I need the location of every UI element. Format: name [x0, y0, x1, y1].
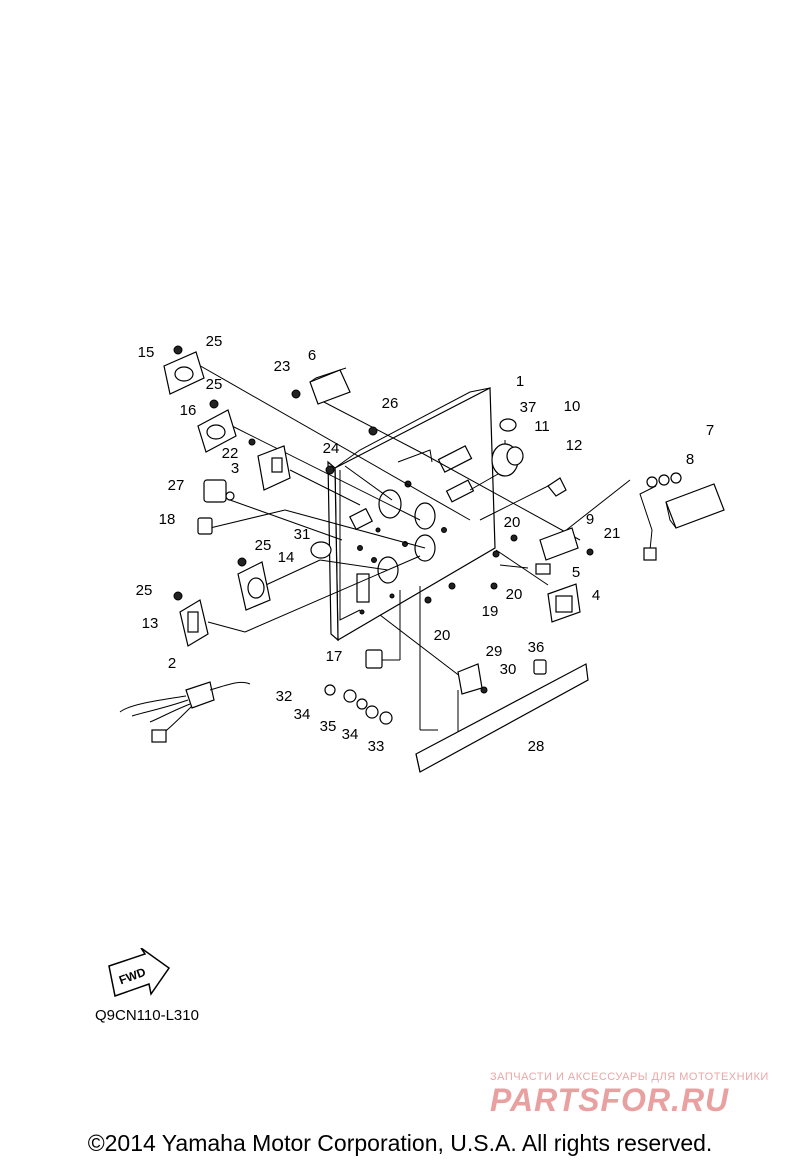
part-label-36: 36: [528, 639, 545, 656]
part-label-34b: 34: [342, 726, 359, 743]
part-label-2: 2: [168, 655, 176, 672]
part-label-9: 9: [586, 511, 594, 528]
part-label-14: 14: [278, 549, 295, 566]
part-label-20a: 20: [504, 514, 521, 531]
part-label-32: 32: [276, 688, 293, 705]
part-label-15: 15: [138, 344, 155, 361]
part-label-5: 5: [572, 564, 580, 581]
part-label-13: 13: [142, 615, 159, 632]
part-label-25b: 25: [206, 376, 223, 393]
part-label-7: 7: [706, 422, 714, 439]
drawing-code: Q9CN110-L310: [95, 1007, 199, 1024]
part-label-31: 31: [294, 526, 311, 543]
part-label-3: 3: [231, 460, 239, 477]
part-label-23: 23: [274, 358, 291, 375]
component-parts: [119, 345, 725, 773]
watermark-tagline: ЗАПЧАСТИ И АКСЕССУАРЫ ДЛЯ МОТОТЕХНИКИ: [490, 1071, 769, 1083]
part-label-29: 29: [486, 643, 503, 660]
part-label-17: 17: [326, 648, 343, 665]
part-label-25d: 25: [136, 582, 153, 599]
part-label-10: 10: [564, 398, 581, 415]
part-label-26: 26: [382, 395, 399, 412]
part-number-labels: 1 2 3 4 5 6 7 8 9 10 11 12 13 14 15 16 1…: [136, 333, 715, 755]
part-label-18: 18: [159, 511, 176, 528]
part-label-27: 27: [168, 477, 185, 494]
part-label-12: 12: [566, 437, 583, 454]
control-panel-part: [327, 387, 496, 642]
part-label-22: 22: [222, 445, 239, 462]
watermark-logo: PARTSFOR.RU: [490, 1082, 730, 1118]
fwd-arrow-icon: FWD: [108, 948, 171, 997]
part-label-37: 37: [520, 399, 537, 416]
part-label-8: 8: [686, 451, 694, 468]
part-label-28: 28: [528, 738, 545, 755]
part-label-21: 21: [604, 525, 621, 542]
part-label-24: 24: [323, 440, 340, 457]
part-label-19: 19: [482, 603, 499, 620]
part-label-4: 4: [592, 587, 600, 604]
part-label-25c: 25: [255, 537, 272, 554]
part-label-11: 11: [534, 418, 550, 435]
copyright-notice: ©2014 Yamaha Motor Corporation, U.S.A. A…: [87, 1130, 713, 1156]
part-label-20c: 20: [434, 627, 451, 644]
part-label-25a: 25: [206, 333, 223, 350]
part-label-35: 35: [320, 718, 337, 735]
part-label-30: 30: [500, 661, 517, 678]
part-label-16: 16: [180, 402, 197, 419]
part-label-34a: 34: [294, 706, 311, 723]
part-label-1: 1: [516, 373, 524, 390]
part-label-20b: 20: [506, 586, 523, 603]
part-label-33: 33: [368, 738, 385, 755]
part-label-6: 6: [308, 347, 316, 364]
